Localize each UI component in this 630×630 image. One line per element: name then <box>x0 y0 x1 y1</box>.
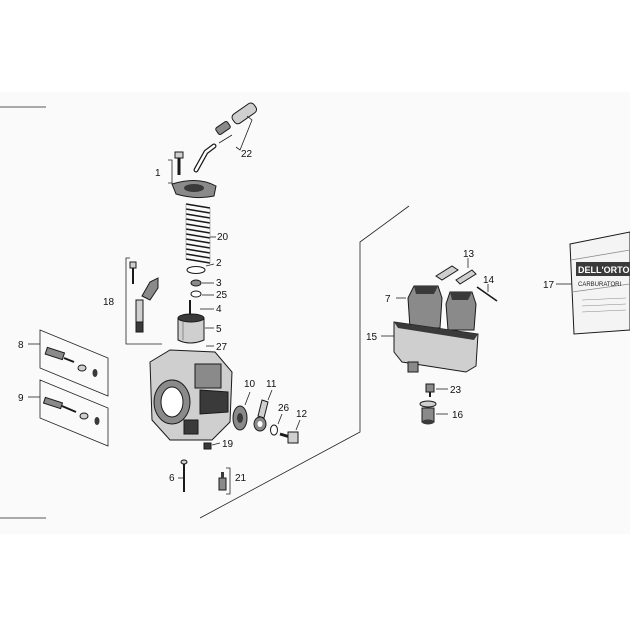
part-10-filter-disc <box>232 405 248 431</box>
part-25-clip <box>190 290 202 298</box>
callout-7: 7 <box>385 294 391 305</box>
leader-26 <box>277 413 283 425</box>
callout-15: 15 <box>366 332 378 343</box>
leader-12 <box>295 419 301 431</box>
callout-4: 4 <box>216 304 222 315</box>
callout-18: 18 <box>103 297 115 308</box>
callout-12: 12 <box>296 409 308 420</box>
callout-11: 11 <box>266 379 277 390</box>
part-23-drain-screw <box>425 383 435 397</box>
diagram-panel <box>0 92 630 534</box>
part-7-float <box>407 285 477 331</box>
callout-8: 8 <box>18 340 24 351</box>
kit-brand-text: DELL'ORTO <box>578 265 629 275</box>
part-1-top-cover <box>171 151 217 199</box>
part-22-choke-adjuster <box>193 102 258 173</box>
callout-25: 25 <box>216 290 228 301</box>
leader-10 <box>244 391 251 406</box>
callout-5: 5 <box>216 324 222 335</box>
group-divider-line <box>199 205 410 519</box>
callout-16: 16 <box>452 410 464 421</box>
carburetor-body <box>149 349 233 441</box>
leader-18 <box>125 257 162 345</box>
leader-11 <box>267 389 273 401</box>
callout-26: 26 <box>278 403 290 414</box>
part-6-stud <box>180 459 188 492</box>
leader-1 <box>168 159 173 184</box>
leader-19 <box>211 442 221 446</box>
callout-23: 23 <box>450 385 462 396</box>
kit-subtitle-text: CARBURATORI <box>578 282 621 288</box>
part-9-mixture-screw-set <box>39 379 109 447</box>
part-8-idle-screw-set <box>39 329 109 397</box>
callout-14: 14 <box>483 275 495 286</box>
part-17-gasket-kit: DELL'ORTO CARBURATORI <box>569 231 630 335</box>
callout-1: 1 <box>155 168 161 179</box>
part-5-throttle-valve <box>177 313 205 344</box>
callout-21: 21 <box>235 473 247 484</box>
part-15-float-bowl <box>393 321 479 373</box>
callout-6: 6 <box>169 473 175 484</box>
callout-27: 27 <box>216 342 228 353</box>
part-11-banjo-fitting <box>253 399 269 432</box>
part-12-bolt <box>279 431 299 444</box>
callout-20: 20 <box>217 232 229 243</box>
callout-22: 22 <box>241 149 253 160</box>
leader-21 <box>226 467 231 495</box>
part-19-small-screw <box>203 442 212 450</box>
part-14-float-pin <box>476 286 498 302</box>
callout-13: 13 <box>463 249 475 260</box>
part-20-spring <box>185 203 211 264</box>
callout-10: 10 <box>244 379 256 390</box>
part-13-float-bracket <box>435 265 477 285</box>
part-26-washer <box>270 424 278 436</box>
callout-9: 9 <box>18 393 24 404</box>
leader-2 <box>205 263 215 267</box>
part-16-bowl-plug <box>419 400 437 425</box>
callout-2: 2 <box>216 258 222 269</box>
leader-22 <box>235 115 253 151</box>
callout-3: 3 <box>216 278 222 289</box>
callout-19: 19 <box>222 439 234 450</box>
callout-17: 17 <box>543 280 555 291</box>
part-3-ring <box>190 279 202 287</box>
part-18-choke-plunger <box>129 261 159 333</box>
part-2-washer <box>186 266 206 274</box>
part-21-jet <box>218 472 227 491</box>
